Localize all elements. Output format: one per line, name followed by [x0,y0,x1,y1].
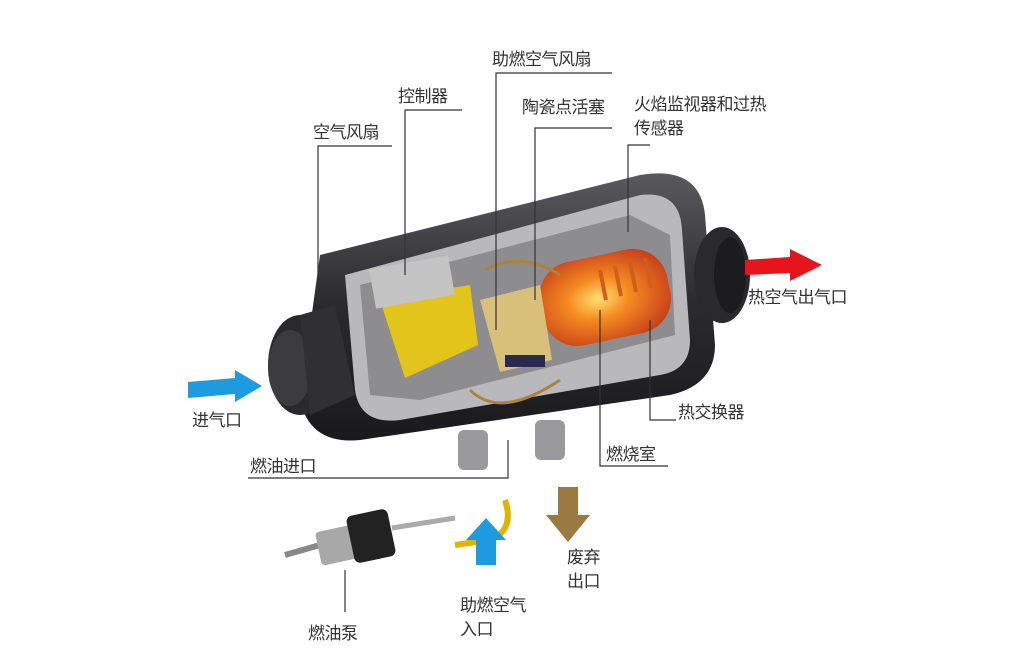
label-combustion-air-inlet-1: 助燃空气 [460,596,527,616]
label-air-inlet: 进气口 [192,411,242,431]
heater-body [268,173,750,470]
controller [380,285,478,378]
label-fuel-pump: 燃油泵 [308,624,358,644]
exhaust-arrow [546,487,590,542]
label-exhaust-1: 废弃 [567,548,601,568]
label-flame-sensor-2: 传感器 [634,119,684,139]
label-flame-sensor-1: 火焰监视器和过热 [634,95,767,115]
air-inlet-arrow [188,370,262,402]
label-combustion-chamber: 燃烧室 [606,445,656,465]
label-combustion-air-inlet-2: 入口 [460,620,494,640]
label-heat-exchanger: 热交换器 [678,403,745,423]
hot-air-outlet-arrow [745,249,822,281]
combustion-air-inlet-arrow [466,518,506,565]
label-glow-plug: 陶瓷点活塞 [522,98,605,118]
label-combustion-fan: 助燃空气风扇 [492,50,592,70]
label-air-fan: 空气风扇 [313,123,380,143]
label-exhaust-2: 出口 [567,572,601,592]
fuel-pump-illustration [284,509,456,566]
label-controller: 控制器 [398,87,448,107]
leader-lines [248,72,676,612]
label-fuel-inlet: 燃油进口 [250,457,317,477]
label-hot-air-outlet: 热空气出气口 [748,288,848,308]
